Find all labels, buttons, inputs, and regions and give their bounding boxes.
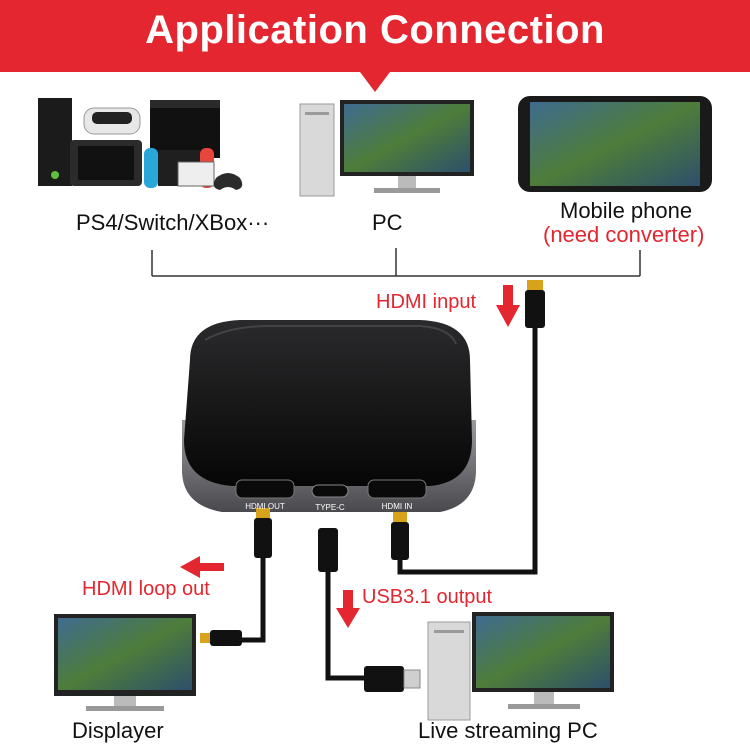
annotation-hdmi-input: HDMI input bbox=[376, 291, 477, 313]
label-streaming-pc: Live streaming PC bbox=[418, 718, 598, 743]
hdmi-loop-out-cable bbox=[200, 508, 272, 646]
usb-cable bbox=[318, 528, 421, 692]
port-label-hdmi-in: HDMI IN bbox=[382, 502, 413, 511]
displayer-monitor-icon bbox=[54, 614, 196, 711]
port-label-type-c: TYPE-C bbox=[315, 503, 345, 512]
streaming-pc-icon bbox=[427, 612, 614, 721]
hdmi-loop-out-arrow bbox=[180, 556, 224, 578]
banner-pointer bbox=[360, 72, 390, 92]
label-consoles: PS4/Switch/XBox··· bbox=[76, 210, 270, 235]
source-bracket bbox=[151, 248, 641, 277]
usb-output-arrow bbox=[336, 590, 360, 628]
pc-icon bbox=[299, 100, 474, 197]
label-mobile-note: (need converter) bbox=[543, 222, 705, 247]
label-mobile-phone: Mobile phone bbox=[560, 198, 693, 223]
hdmi-input-cable bbox=[391, 280, 545, 575]
page-title: Application Connection bbox=[145, 8, 605, 52]
title-banner: Application Connection bbox=[0, 0, 750, 72]
consoles-icon bbox=[38, 98, 243, 190]
mobile-phone-icon bbox=[518, 96, 712, 192]
port-label-hdmi-out: HDMI OUT bbox=[245, 502, 285, 511]
label-pc: PC bbox=[372, 210, 403, 235]
capture-device bbox=[182, 320, 476, 512]
annotation-hdmi-loop-out: HDMI loop out bbox=[82, 578, 210, 600]
annotation-usb-output: USB3.1 output bbox=[362, 586, 493, 608]
hdmi-input-arrow bbox=[496, 285, 520, 327]
label-displayer: Displayer bbox=[72, 718, 164, 743]
